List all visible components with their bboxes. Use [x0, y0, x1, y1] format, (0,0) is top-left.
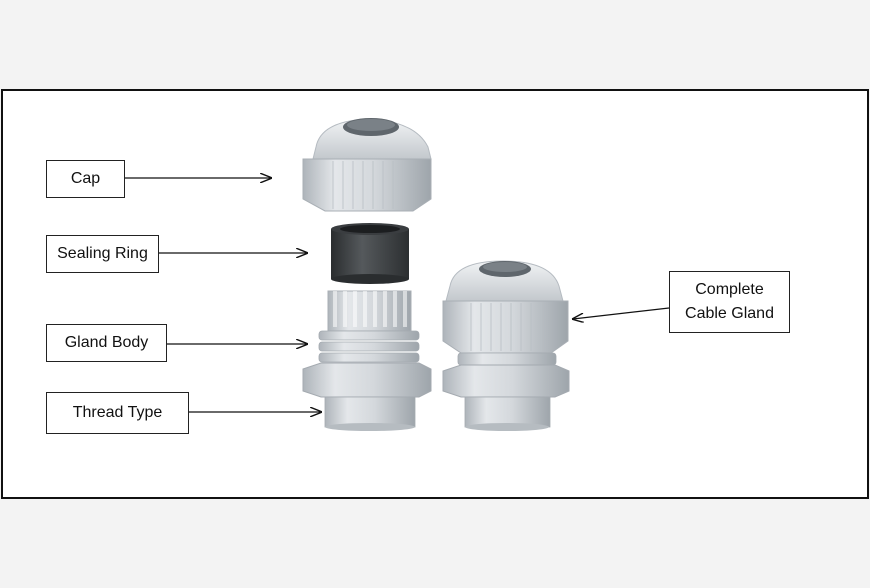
cap-part [302, 118, 432, 212]
complete-label-line2: Cable Gland [685, 305, 774, 322]
complete-label-line1: Complete [695, 281, 764, 298]
sealing-ring-part [331, 223, 409, 284]
complete-gland-part [442, 260, 570, 431]
thread-type-label-text: Thread Type [72, 404, 163, 421]
thread-type-label: Thread Type [46, 392, 189, 434]
cable-gland-illustration [125, 118, 670, 431]
cap-label-text: Cap [70, 170, 101, 187]
gland-body-label: Gland Body [46, 324, 167, 362]
gland-body-label-text: Gland Body [64, 334, 149, 351]
cap-label: Cap [46, 160, 125, 198]
complete-cable-gland-label: Complete Cable Gland [669, 271, 790, 333]
sealing-ring-label: Sealing Ring [46, 235, 159, 273]
complete-gland-arrow [573, 307, 670, 319]
gland-body-part [302, 290, 432, 431]
sealing-ring-label-text: Sealing Ring [57, 245, 148, 262]
diagram-frame: Cap Sealing Ring Gland Body Thread Type … [1, 89, 869, 499]
